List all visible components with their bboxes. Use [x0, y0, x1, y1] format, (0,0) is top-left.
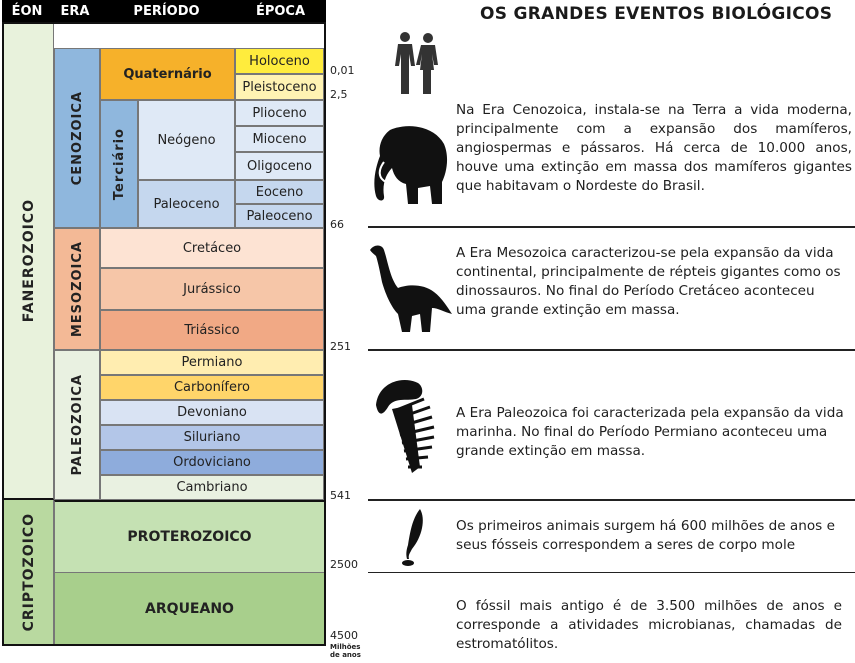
- subperiod-terciario-label: Terciário: [111, 127, 127, 201]
- age-4500: 4500: [330, 629, 358, 642]
- era-paleozoica: PALEOZOICA: [54, 350, 100, 500]
- eon-criptozoico-label: CRIPTOZOICO: [20, 512, 37, 632]
- period-permiano: Permiano: [100, 350, 324, 375]
- period-devoniano: Devoniano: [100, 400, 324, 425]
- header-epoca: ÉPOCA: [235, 0, 326, 22]
- mammoth-icon: [368, 122, 450, 206]
- event-cenozoica-text: Na Era Cenozoica, instala-se na Terra a …: [456, 102, 852, 194]
- age-541: 541: [330, 489, 351, 502]
- epoch-oligoceno: Oligoceno: [235, 152, 324, 180]
- header-eon: ÉON: [2, 0, 52, 22]
- trilobite-icon: [372, 375, 442, 475]
- eon-fanerozoico: FANEROZOICO: [4, 24, 54, 500]
- era-cenozoica: CENOZOICA: [54, 48, 100, 228]
- period-quaternario: Quaternário: [100, 48, 235, 100]
- separator-proterozoic: [368, 572, 855, 573]
- era-arqueano: ARQUEANO: [54, 572, 324, 644]
- event-paleozoica-text: A Era Paleozoica foi caracterizada pela …: [456, 405, 844, 459]
- dinosaur-icon: [368, 242, 454, 334]
- epoch-eoceno: Eoceno: [235, 180, 324, 204]
- age-2500: 2500: [330, 558, 358, 571]
- period-jurassico: Jurássico: [100, 268, 324, 310]
- page-title: OS GRANDES EVENTOS BIOLÓGICOS: [480, 4, 833, 24]
- header-periodo: PERÍODO: [98, 0, 235, 22]
- ediacaran-fossil-icon: [400, 509, 426, 569]
- humans-icon: [393, 30, 441, 98]
- era-paleozoica-label: PALEOZOICA: [69, 374, 85, 476]
- age-unit-line2: de anos: [330, 651, 361, 659]
- age-251: 251: [330, 340, 351, 353]
- epoch-plioceno: Plioceno: [235, 100, 324, 126]
- period-paleoceno: Paleoceno: [138, 180, 235, 228]
- period-cretaceo: Cretáceo: [100, 228, 324, 268]
- era-cenozoica-label: CENOZOICA: [69, 90, 85, 186]
- period-neogeno: Neógeno: [138, 100, 235, 180]
- epoch-paleoceno: Paleoceno: [235, 204, 324, 228]
- event-mesozoica-text: A Era Mesozoica caracterizou-se pela exp…: [456, 245, 841, 318]
- period-siluriano: Siluriano: [100, 425, 324, 450]
- epoch-holoceno: Holoceno: [235, 48, 324, 74]
- eon-fanerozoico-label: FANEROZOICO: [20, 199, 37, 323]
- period-carbonifero: Carbonífero: [100, 375, 324, 400]
- age-2-5: 2,5: [330, 88, 348, 101]
- era-mesozoica: MESOZOICA: [54, 228, 100, 350]
- event-arqueano-text: O fóssil mais antigo é de 3.500 milhões …: [456, 598, 842, 652]
- period-triassico: Triássico: [100, 310, 324, 350]
- separator-cenozoic: [368, 226, 855, 228]
- era-proterozoico: PROTEROZOICO: [54, 500, 324, 572]
- header-era: ERA: [52, 0, 98, 22]
- era-mesozoica-label: MESOZOICA: [69, 240, 85, 338]
- epoch-mioceno: Mioceno: [235, 126, 324, 152]
- separator-paleozoic: [368, 499, 855, 501]
- age-0-01: 0,01: [330, 64, 355, 77]
- subperiod-terciario: Terciário: [100, 100, 138, 228]
- eon-criptozoico: CRIPTOZOICO: [4, 500, 54, 644]
- age-66: 66: [330, 218, 344, 231]
- period-ordoviciano: Ordoviciano: [100, 450, 324, 475]
- event-proterozoico-text: Os primeiros animais surgem há 600 milhõ…: [456, 518, 835, 553]
- separator-mesozoic: [368, 349, 855, 351]
- age-unit-line1: Milhões: [330, 643, 361, 651]
- period-cambriano: Cambriano: [100, 475, 324, 500]
- epoch-pleistoceno: Pleistoceno: [235, 74, 324, 100]
